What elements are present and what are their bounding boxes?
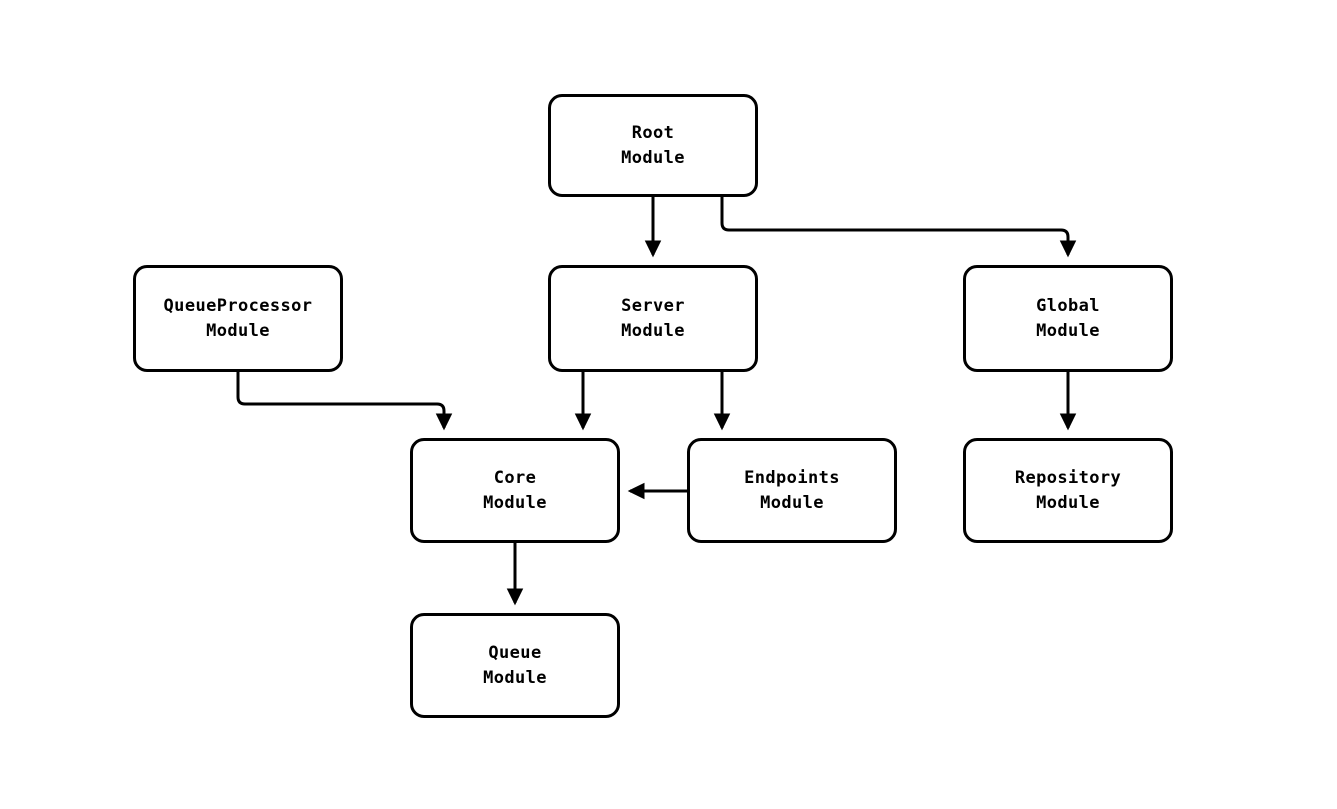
node-queueprocessor[interactable]: QueueProcessor Module — [133, 265, 343, 372]
node-label-endpoints: Endpoints Module — [744, 468, 840, 513]
node-global[interactable]: Global Module — [963, 265, 1173, 372]
node-queue[interactable]: Queue Module — [410, 613, 620, 718]
edge-queueprocessor-to-core — [236, 372, 453, 431]
node-endpoints[interactable]: Endpoints Module — [687, 438, 897, 543]
node-root[interactable]: Root Module — [548, 94, 758, 197]
node-label-global: Global Module — [1036, 296, 1100, 341]
node-label-repository: Repository Module — [1014, 468, 1122, 513]
node-label-server: Server Module — [621, 296, 685, 341]
node-label-root: Root Module — [621, 123, 685, 168]
node-server[interactable]: Server Module — [548, 265, 758, 372]
node-repository[interactable]: Repository Module — [963, 438, 1173, 543]
edge-root-to-global — [720, 197, 1077, 258]
node-label-queue: Queue Module — [483, 643, 547, 688]
node-core[interactable]: Core Module — [410, 438, 620, 543]
node-label-core: Core Module — [483, 468, 547, 513]
node-label-queueprocessor: QueueProcessor Module — [163, 296, 313, 341]
